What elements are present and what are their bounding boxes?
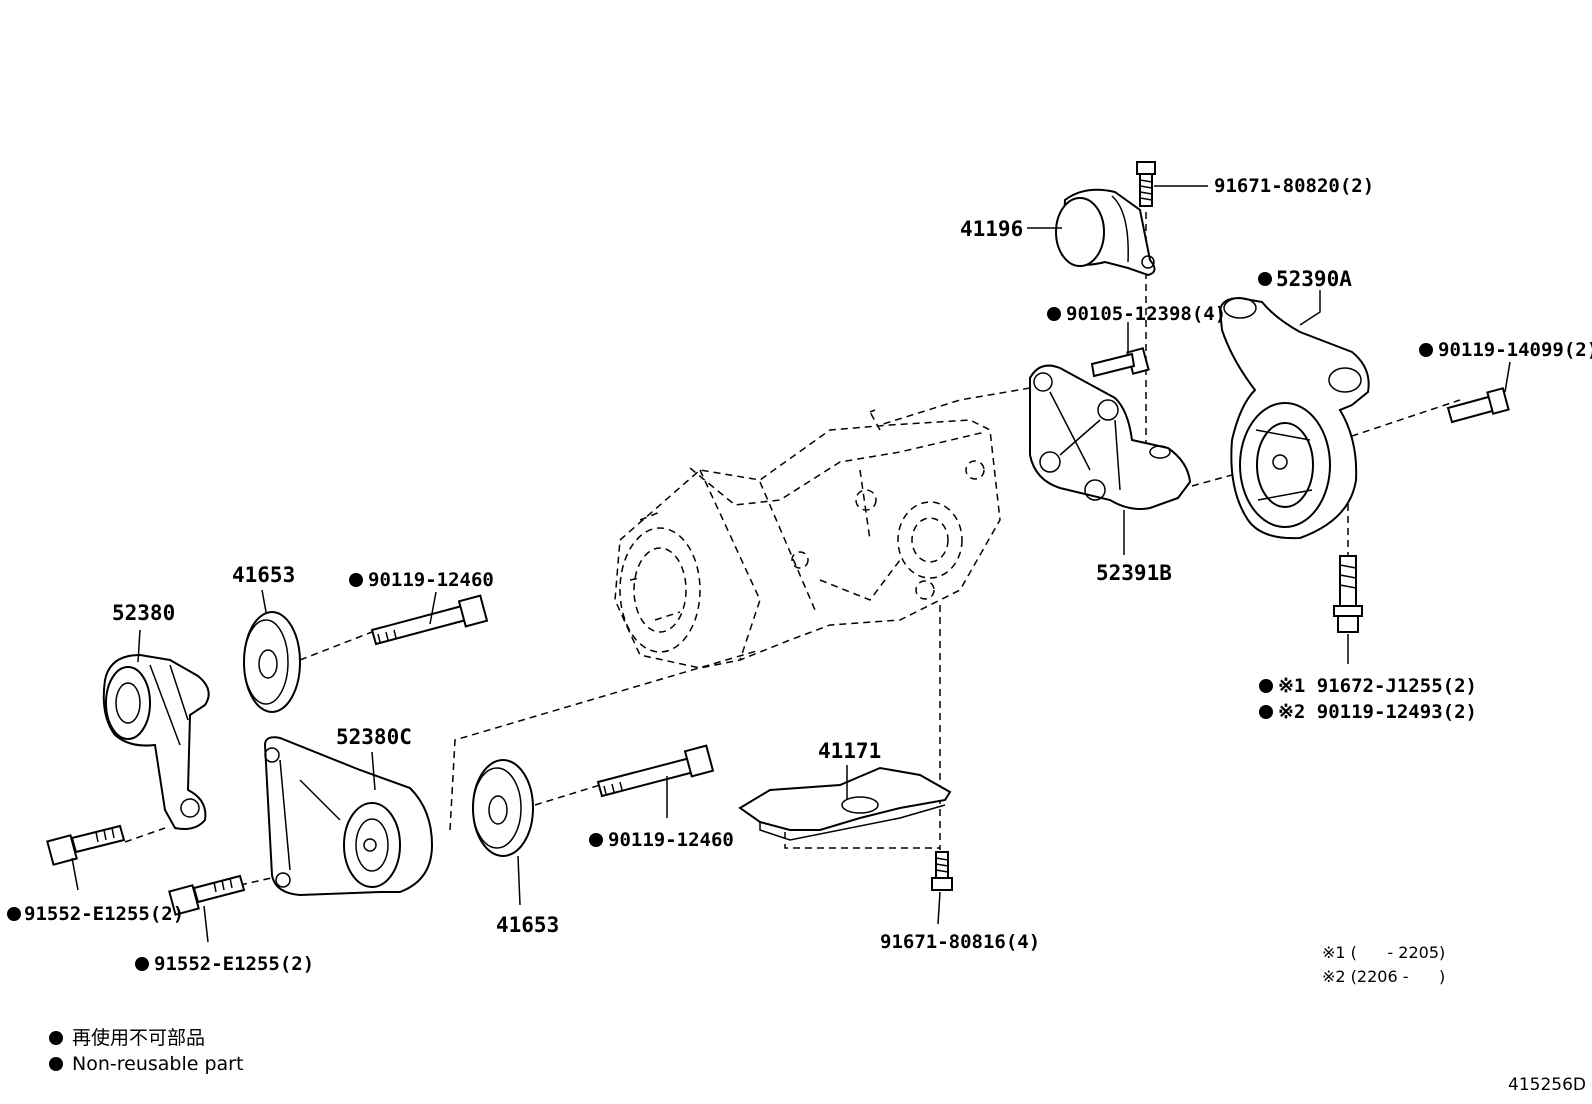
legend-japanese: 再使用不可部品 [72, 1027, 205, 1049]
label-41196: 41196 [960, 217, 1023, 241]
non-reusable-mark-icon [589, 833, 603, 847]
stopper-41653-lower [472, 759, 534, 857]
note-2: ※2 (2206 - ) [1322, 967, 1445, 986]
label-90119-12460-upper: 90119-12460 [368, 569, 494, 591]
label-91671-80820: 91671-80820(2) [1214, 175, 1374, 197]
bolt-91552-E1255-b [168, 874, 246, 916]
rear-mount-52390A [1218, 296, 1370, 540]
non-reusable-mark-icon [7, 907, 21, 921]
bolt-90119-12460-upper [370, 594, 489, 646]
bolt-91672-J1255 [1333, 555, 1363, 633]
bolt-91552-E1255-a [46, 824, 126, 866]
label-91552-E1255-b: 91552-E1255(2) [154, 953, 314, 975]
non-reusable-mark-icon [1047, 307, 1061, 321]
label-52390A: 52390A [1276, 267, 1352, 291]
label-41653-upper: 41653 [232, 563, 295, 587]
stopper-41653-upper [243, 611, 301, 713]
dynamic-damper-41196 [1055, 188, 1156, 277]
differential-case [614, 409, 1001, 669]
label-52391B: 52391B [1096, 561, 1172, 585]
label-41171: 41171 [818, 739, 881, 763]
label-91552-E1255-a: 91552-E1255(2) [24, 903, 184, 925]
non-reusable-mark-icon [1419, 343, 1433, 357]
legend: 再使用不可部品 Non-reusable part [49, 1027, 243, 1075]
non-reusable-mark-icon [135, 957, 149, 971]
label-91672-J1255: ※1 91672-J1255(2) [1278, 675, 1477, 697]
front-mount-52380 [102, 653, 210, 830]
label-52380C: 52380C [336, 725, 412, 749]
bolt-90105-12398 [1090, 347, 1150, 378]
non-reusable-mark-icon [1258, 272, 1272, 286]
diagram-id: 415256D [1508, 1075, 1586, 1095]
non-reusable-mark-icon [1259, 705, 1273, 719]
legend-mark-icon [49, 1057, 63, 1071]
label-52380: 52380 [112, 601, 175, 625]
label-90119-14099: 90119-14099(2) [1438, 339, 1592, 361]
non-reusable-mark-icon [349, 573, 363, 587]
label-90119-12493: ※2 90119-12493(2) [1278, 701, 1477, 723]
legend-english: Non-reusable part [72, 1053, 243, 1075]
label-41653-lower: 41653 [496, 913, 559, 937]
label-91671-80816: 91671-80816(4) [880, 931, 1040, 953]
cover-41171 [738, 766, 952, 841]
note-1: ※1 ( - 2205) [1322, 943, 1445, 962]
callout-labels: 41196 91671-80820(2) 52390A 90105-12398(… [7, 175, 1592, 975]
label-90105-12398: 90105-12398(4) [1066, 303, 1226, 325]
leader-lines [71, 185, 1511, 943]
label-90119-12460-lower: 90119-12460 [608, 829, 734, 851]
legend-mark-icon [49, 1031, 63, 1045]
footnotes: ※1 ( - 2205) ※2 (2206 - ) [1322, 943, 1445, 986]
bolt-90119-12460-lower [596, 744, 715, 798]
front-mount-52380C [263, 736, 434, 897]
non-reusable-mark-icon [1259, 679, 1273, 693]
bolt-91671-80820 [1136, 161, 1156, 207]
bolt-91671-80816 [931, 851, 953, 891]
bracket-52391B [1029, 364, 1192, 510]
bolt-90119-14099 [1446, 387, 1510, 424]
